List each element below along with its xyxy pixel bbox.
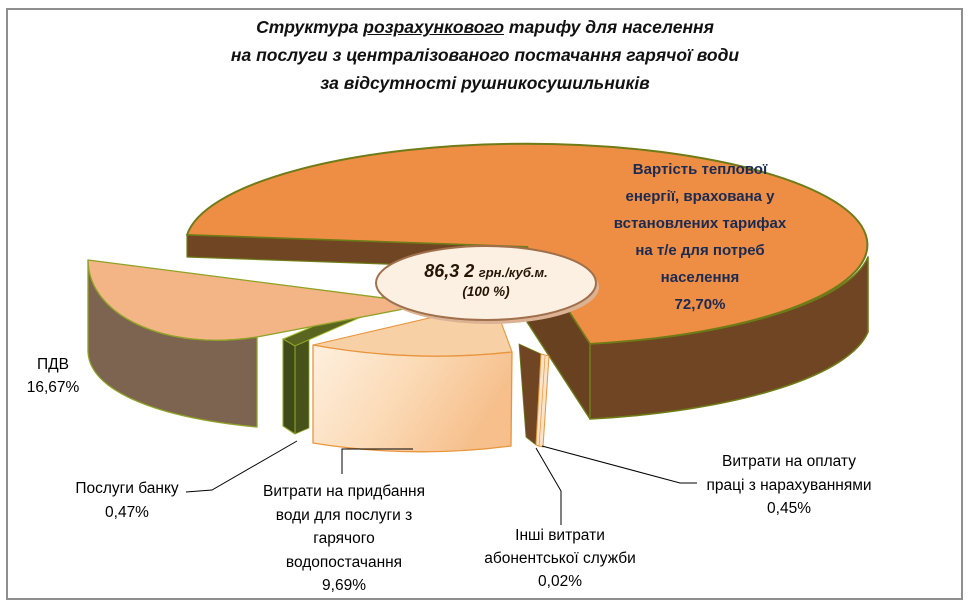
slice-labour-costs-top-sliver[interactable] bbox=[535, 353, 550, 448]
callout-water: Витрати на придбання води для послуги з … bbox=[263, 483, 425, 594]
leader-line-water bbox=[341, 448, 413, 474]
slice-water-purchase-front-wall[interactable] bbox=[312, 344, 513, 453]
title-line2: на послуги з централізованого постачання… bbox=[230, 45, 740, 65]
title-underlined-word: розрахункового bbox=[363, 17, 505, 37]
total-unit: грн./куб.м. bbox=[478, 265, 548, 280]
slice-other-subscriber-costs[interactable] bbox=[538, 355, 546, 448]
leader-line-bank bbox=[185, 440, 298, 493]
slice-thermal-energy[interactable] bbox=[186, 142, 869, 420]
title-part2: тарифу для населення bbox=[504, 17, 714, 37]
total-oval-annotation[interactable] bbox=[375, 245, 599, 324]
callout-labour: Витрати на оплату праці з нарахуваннями … bbox=[706, 453, 872, 517]
callout-other: Інші витрати абонентської служби 0,02% bbox=[484, 527, 636, 590]
callout-thermal-energy: Вартість теплової енергії, врахована у в… bbox=[613, 161, 787, 313]
total-oval-text: 86,3 2 грн./куб.м. (100 %) bbox=[376, 262, 596, 301]
callout-vat: ПДВ 16,67% bbox=[26, 356, 80, 396]
total-oval[interactable] bbox=[375, 245, 597, 321]
total-value: 86,3 2 bbox=[424, 261, 475, 281]
slice-thermal-energy-side-wall[interactable] bbox=[589, 256, 869, 420]
chart-title: Структура розрахункового тарифу для насе… bbox=[135, 13, 835, 97]
title-part1: Структура bbox=[256, 17, 364, 37]
leader-line-labour bbox=[541, 445, 697, 484]
slice-bank-services-front-face[interactable] bbox=[282, 338, 296, 435]
slice-vat[interactable] bbox=[87, 259, 431, 428]
slice-labour-costs[interactable] bbox=[518, 343, 550, 448]
slice-thermal-energy-top-face[interactable] bbox=[186, 142, 869, 345]
slice-bank-services-right-face[interactable] bbox=[294, 339, 310, 435]
total-percent: (100 %) bbox=[462, 284, 510, 299]
leader-line-other bbox=[535, 447, 562, 525]
title-line3: за відсутності рушникосушильників bbox=[320, 73, 650, 93]
slice-vat-side-wall[interactable] bbox=[87, 259, 258, 428]
callout-bank: Послуги банку 0,47% bbox=[75, 480, 179, 521]
